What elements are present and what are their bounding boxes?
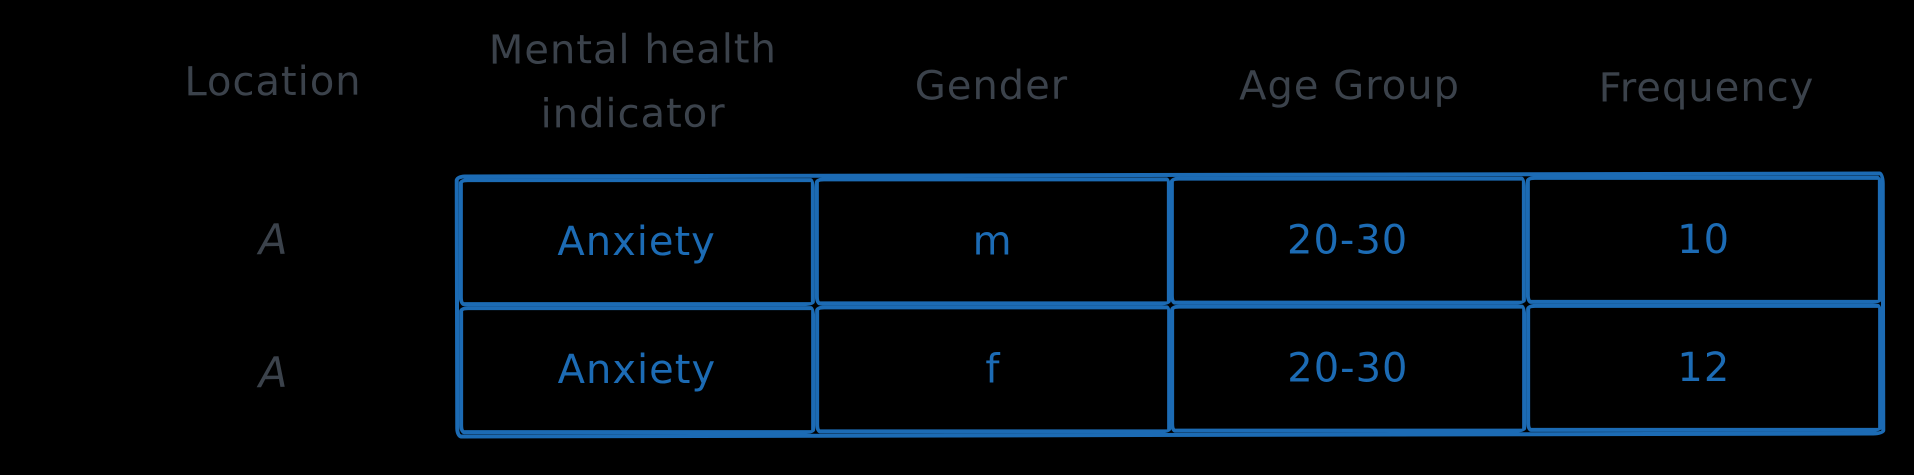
column-header-mental-health-indicator-line2: indicator <box>540 90 726 138</box>
row1-location-value: A <box>258 214 288 265</box>
row2-age-group-cell: 20-30 <box>1170 304 1526 433</box>
row2-gender-cell: f <box>814 305 1171 434</box>
column-header-frequency: Frequency <box>1598 64 1815 112</box>
column-header-location: Location <box>184 58 362 106</box>
row2-indicator-cell: Anxiety <box>459 306 815 435</box>
column-header-age-group: Age Group <box>1238 62 1461 110</box>
row1-frequency-cell: 10 <box>1525 175 1881 304</box>
row1-indicator-cell: Anxiety <box>458 178 815 307</box>
column-header-mental-health-indicator-line1: Mental health <box>488 26 778 74</box>
row1-gender-cell: m <box>814 177 1170 306</box>
column-header-gender: Gender <box>914 62 1069 110</box>
sketched-table-grid: Anxiety m 20-30 10 Anxiety f 20-30 12 <box>454 171 1886 439</box>
column-header-mental-health-indicator: Mental health indicator <box>448 17 819 147</box>
row2-frequency-cell: 12 <box>1525 303 1882 432</box>
row2-location-value: A <box>258 347 288 398</box>
row1-age-group-cell: 20-30 <box>1169 176 1526 305</box>
